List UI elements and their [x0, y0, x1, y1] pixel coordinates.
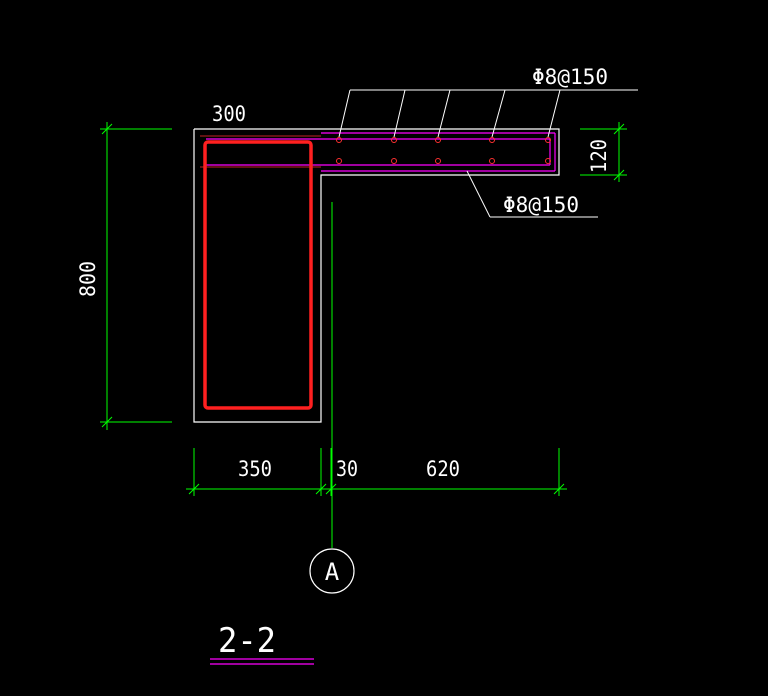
bottom-rebar-callout: Φ8@150 — [503, 193, 579, 217]
rebar-dot — [336, 137, 342, 143]
beam-height-label: 800 — [76, 261, 100, 297]
slab-reinforcement — [206, 132, 556, 172]
rebar-dot — [391, 137, 397, 143]
axis-bubble — [309, 548, 355, 594]
rebar-dot — [391, 158, 397, 164]
bottom-rebar-leader — [466, 170, 598, 218]
section-label: 2-2 — [218, 621, 276, 661]
bottom-right-dimension: 620 — [426, 457, 460, 481]
bottom-left-dimension: 350 — [238, 457, 272, 481]
rebar-dot — [545, 137, 551, 143]
rebar-dot — [435, 137, 441, 143]
dimension-lines — [100, 122, 627, 548]
bottom-mid-dimension: 30 — [336, 457, 358, 481]
rebar-dot — [545, 158, 551, 164]
rebar-dot — [489, 158, 495, 164]
rebar-dot — [435, 158, 441, 164]
slab-thickness-label: 120 — [587, 139, 611, 173]
beam-stirrup — [203, 140, 313, 410]
concrete-outline — [193, 128, 560, 423]
rebar-dot — [336, 158, 342, 164]
top-rebar-leaders — [338, 89, 638, 138]
cover-lines — [200, 135, 321, 168]
rebar-dot — [489, 137, 495, 143]
top-rebar-callout: Φ8@150 — [532, 65, 608, 89]
axis-bubble-label: A — [325, 558, 340, 586]
rebar-dots — [336, 137, 551, 164]
beam-top-width-label: 300 — [212, 102, 246, 126]
section-label-underline — [210, 658, 314, 665]
